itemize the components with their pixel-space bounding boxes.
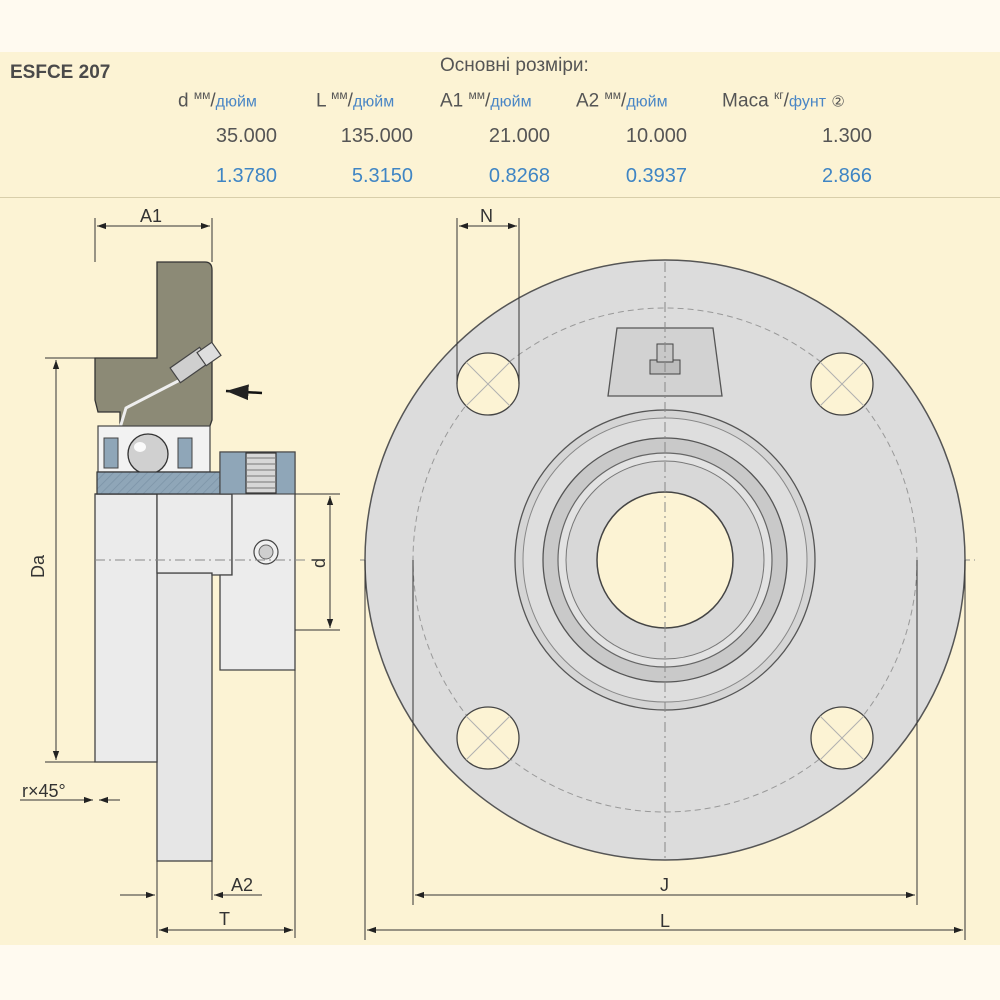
header-L: L мм/дюйм [316, 88, 395, 112]
header-mass: Маса кг/фунт ② [722, 88, 845, 112]
value-L-mm: 135.000 [340, 125, 413, 147]
label-A1: A1 [140, 206, 162, 226]
value-A2-mm: 10.000 [625, 125, 687, 147]
value-A2-inch: 0.3937 [625, 165, 687, 187]
ball [127, 433, 169, 475]
value-A1-inch: 0.8268 [488, 165, 550, 187]
value-mass-kg: 1.300 [821, 125, 872, 147]
value-L-inch: 5.3150 [351, 165, 413, 187]
grease-nipple-side [169, 341, 222, 384]
label-r45: r×45° [22, 781, 66, 801]
flange-plate [156, 572, 213, 862]
front-view [364, 259, 966, 861]
seal-left [103, 437, 119, 469]
value-A1-mm: 21.000 [488, 125, 550, 147]
header-A2: A2 мм/дюйм [576, 88, 668, 112]
value-mass-lb: 2.866 [821, 165, 872, 187]
seal-right [177, 437, 193, 469]
label-L: L [660, 911, 670, 931]
lubrication-arrow [225, 384, 263, 401]
housing-lower [94, 493, 158, 763]
side-dimensions [20, 218, 340, 938]
dimensions-table: ESFCE 207 Основні розміри: d мм/дюйм L м… [0, 52, 1000, 198]
label-Da: Da [28, 554, 48, 578]
header-d: d мм/дюйм [178, 88, 257, 112]
table-heading: Основні розміри: [440, 55, 589, 76]
value-d-mm: 35.000 [215, 125, 277, 147]
set-screw [245, 452, 277, 494]
header-A1: A1 мм/дюйм [440, 88, 532, 112]
label-d: d [309, 558, 329, 568]
front-dimensions [364, 218, 966, 940]
label-T: T [219, 909, 230, 929]
side-section-view [94, 261, 975, 862]
label-J: J [660, 875, 669, 895]
label-A2: A2 [231, 875, 253, 895]
housing-section [94, 261, 213, 442]
label-N: N [480, 206, 493, 226]
model-title: ESFCE 207 [10, 62, 111, 83]
inner-ring [96, 471, 233, 495]
value-d-inch: 1.3780 [215, 165, 277, 187]
